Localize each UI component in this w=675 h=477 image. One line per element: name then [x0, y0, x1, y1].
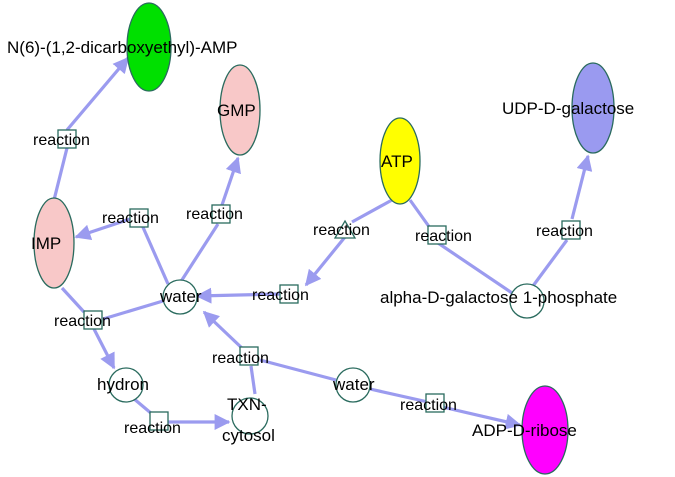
edge-r8-to-udp-galactose — [570, 154, 593, 220]
edge-r10-to-water — [202, 310, 246, 352]
node-atp[interactable]: ATP — [379, 117, 421, 205]
reaction-node-11-box — [425, 393, 445, 413]
node-galactose-1-phosphate-shape — [509, 283, 545, 319]
edge-r10-to-water2 — [259, 358, 337, 382]
edge-r2-to-gmp — [220, 156, 241, 206]
reaction-node-10-label: reaction — [212, 350, 269, 367]
node-hydron[interactable]: hydron — [97, 367, 149, 403]
reaction-node-3[interactable]: reaction — [102, 208, 159, 228]
node-galactose-1-phosphate[interactable]: alpha-D-galactose 1-phosphate — [380, 283, 617, 319]
node-txn-cytosol-shape — [231, 397, 269, 435]
reaction-node-4[interactable]: reaction — [54, 310, 111, 330]
edge-r6-to-water — [195, 287, 281, 304]
reaction-node-1[interactable]: reaction — [33, 129, 90, 149]
reaction-node-6-label: reaction — [252, 287, 309, 304]
reaction-node-1-box — [57, 129, 77, 149]
node-adp-ribose-shape — [521, 385, 569, 475]
reaction-node-9-label: reaction — [124, 420, 181, 437]
reaction-node-2-box — [211, 204, 231, 224]
reaction-node-11-label: reaction — [400, 397, 457, 414]
reaction-node-9[interactable]: reaction — [124, 411, 181, 437]
reaction-node-3-box — [129, 208, 149, 228]
node-txn-cytosol-label-line2: cytosol — [222, 426, 275, 445]
reaction-node-8-box — [561, 220, 581, 240]
node-galactose-1-phosphate-label: alpha-D-galactose 1-phosphate — [380, 288, 617, 307]
edge-imp-to-r4 — [60, 286, 86, 314]
node-dicarboxyethyl-amp-shape — [126, 2, 172, 92]
reaction-node-2-label: reaction — [186, 206, 243, 223]
node-atp-shape — [379, 117, 421, 205]
edge-txn-to-r10 — [249, 365, 257, 395]
node-gmp[interactable]: GMP — [217, 64, 261, 156]
edge-atp-to-r5 — [351, 198, 393, 224]
reaction-node-6-box — [279, 284, 299, 304]
node-txn-cytosol-label-line1: TXN- — [227, 395, 267, 414]
node-dicarboxyethyl-amp-label: N(6)-(1,2-dicarboxyethyl)-AMP — [7, 38, 238, 57]
reaction-node-7-box — [427, 225, 447, 245]
edge-r3-to-imp — [74, 217, 131, 241]
node-txn-cytosol[interactable]: TXN- cytosol — [222, 395, 275, 445]
reaction-node-5-label: reaction — [313, 222, 370, 239]
reaction-node-1-label: reaction — [33, 132, 90, 149]
reaction-node-10[interactable]: reaction — [212, 346, 269, 367]
node-water-2-label: water — [332, 375, 375, 394]
edge-r5-to-r6 — [304, 235, 347, 287]
node-water-1-shape — [162, 279, 198, 315]
node-water-1-label: water — [159, 287, 202, 306]
node-adp-ribose[interactable]: ADP-D-ribose — [472, 385, 577, 475]
node-gmp-label: GMP — [217, 101, 256, 120]
node-udp-galactose-label: UDP-D-galactose — [502, 99, 634, 118]
edge-water-to-r3 — [140, 224, 170, 285]
edge-r7-to-gal1p — [437, 241, 513, 295]
node-imp-label: IMP — [31, 234, 61, 253]
reaction-node-6[interactable]: reaction — [252, 284, 309, 304]
reaction-node-11[interactable]: reaction — [400, 393, 457, 414]
reaction-node-7-label: reaction — [415, 228, 472, 245]
edge-gal1p-to-r8 — [528, 239, 569, 291]
reaction-node-9-box — [149, 411, 169, 431]
reaction-node-2[interactable]: reaction — [186, 204, 243, 224]
edge-r1-to-dicarboxyethyl-amp — [65, 56, 130, 132]
reaction-node-5-triangle — [333, 219, 357, 239]
reaction-node-5[interactable]: reaction — [313, 219, 370, 239]
node-adp-ribose-label: ADP-D-ribose — [472, 421, 577, 440]
node-imp-shape — [33, 197, 75, 289]
reaction-node-3-label: reaction — [102, 210, 159, 227]
reaction-node-4-box — [83, 310, 103, 330]
node-udp-galactose-shape — [571, 62, 615, 154]
edge-r4-to-water — [102, 299, 164, 321]
node-udp-galactose[interactable]: UDP-D-galactose — [502, 62, 634, 154]
node-water-1[interactable]: water — [159, 279, 202, 315]
node-water-2[interactable]: water — [332, 367, 375, 403]
edge-r11-to-adp-ribose — [437, 404, 522, 430]
edge-hydron-to-r9 — [131, 396, 154, 416]
edge-imp-to-r1 — [52, 147, 69, 201]
edge-r4-to-hydron — [92, 328, 116, 370]
node-dicarboxyethyl-amp[interactable]: N(6)-(1,2-dicarboxyethyl)-AMP — [7, 2, 238, 92]
node-hydron-label: hydron — [97, 375, 149, 394]
reaction-node-4-label: reaction — [54, 313, 111, 330]
node-atp-label: ATP — [381, 152, 413, 171]
edge-atp-to-r7 — [408, 199, 432, 229]
edge-water-to-r2 — [178, 223, 220, 284]
node-hydron-shape — [108, 367, 144, 403]
reaction-node-8-label: reaction — [536, 223, 593, 240]
reaction-node-10-box — [239, 346, 259, 366]
reaction-node-8[interactable]: reaction — [536, 220, 593, 240]
node-imp[interactable]: IMP — [31, 197, 75, 289]
node-water-2-shape — [335, 367, 371, 403]
node-gmp-shape — [219, 64, 261, 156]
edge-water2-to-r11 — [369, 387, 429, 404]
reaction-node-7[interactable]: reaction — [415, 225, 472, 245]
edges — [52, 56, 593, 430]
